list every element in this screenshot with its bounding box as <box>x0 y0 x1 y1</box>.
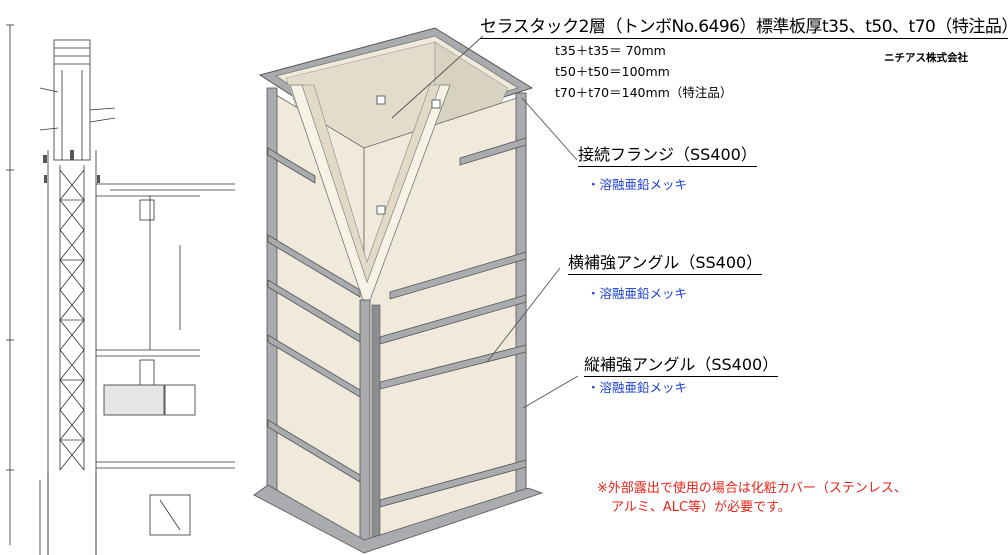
finish-label-vertical-angle: ・溶融亜鉛メッキ <box>587 380 688 395</box>
finish-label-horizontal-angle: ・溶融亜鉛メッキ <box>587 286 688 301</box>
finish-label-flange: ・溶融亜鉛メッキ <box>587 177 688 192</box>
diagram-title: セラスタック2層（トンボNo.6496）標準板厚t35、t50、t70（特注品） <box>480 12 1008 39</box>
elevation-drawing <box>6 24 235 555</box>
warning-note-line-1: ※外部露出で使用の場合は化粧カバー（ステンレス、 <box>597 481 907 496</box>
part-label-flange: 接続フランジ（SS400） <box>578 141 757 167</box>
part-label-vertical-angle: 縦補強アングル（SS400） <box>584 351 779 377</box>
part-label-horizontal-angle: 横補強アングル（SS400） <box>568 249 763 275</box>
thickness-spec-3: t70＋t70＝140mm（特注品） <box>555 85 733 100</box>
thickness-spec-1: t35＋t35＝ 70mm <box>555 43 666 58</box>
stack-illustration <box>253 27 544 554</box>
bottom-flange <box>253 484 544 554</box>
warning-note: ※外部露出で使用の場合は化粧カバー（ステンレス、 アルミ、ALC等）が必要です。 <box>597 479 907 517</box>
company-name: ニチアス株式会社 <box>884 52 968 64</box>
thickness-spec-2: t50＋t50＝100mm <box>555 64 670 79</box>
warning-note-line-2: アルミ、ALC等）が必要です。 <box>611 500 791 515</box>
